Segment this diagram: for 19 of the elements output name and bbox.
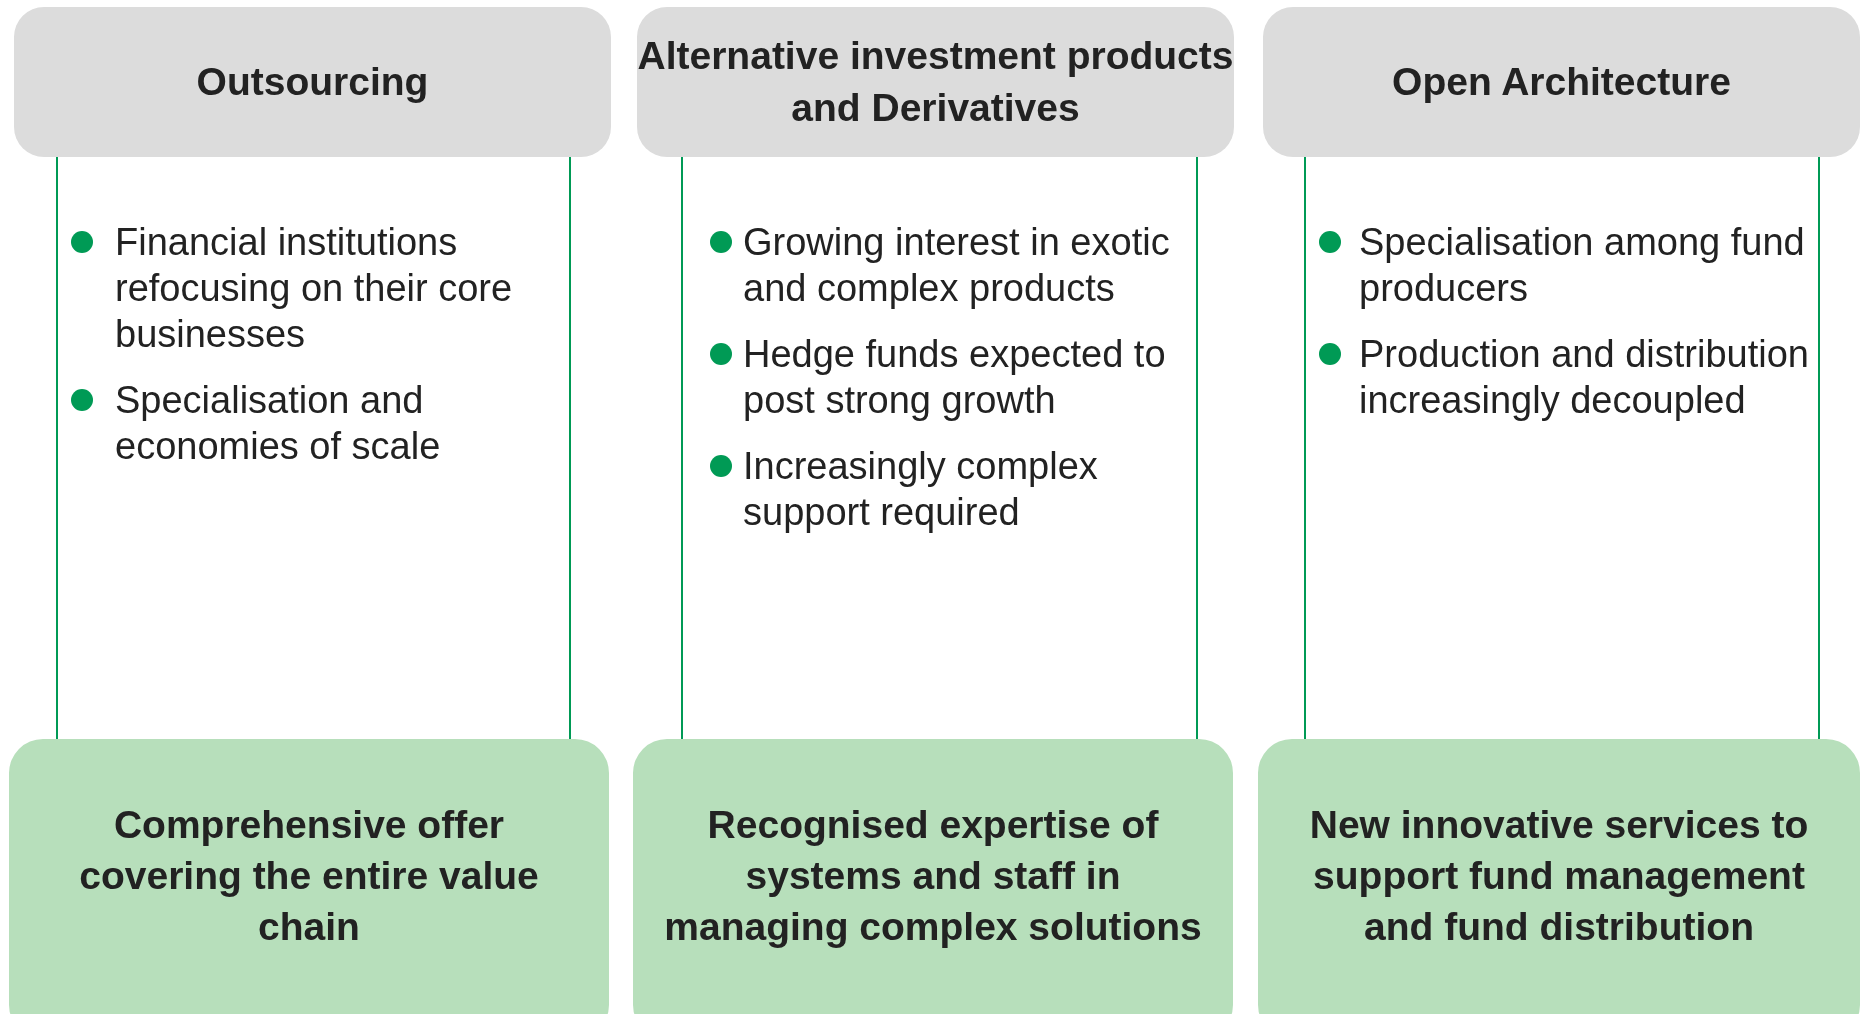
bullet-text: Increasingly complex support required bbox=[743, 444, 1099, 535]
bullet-text: Financial institutions refocusing on their core businesses bbox=[115, 220, 514, 357]
summary-text: Recognised expertise of systems and staff in managing complex solutions bbox=[663, 801, 1203, 950]
bullet-text: Production and distribution increasingly decoupled bbox=[1359, 332, 1810, 423]
header-box bbox=[14, 7, 611, 157]
bullet-text: Specialisation and economies of scale bbox=[115, 378, 442, 469]
header-title: Open Architecture bbox=[1392, 59, 1731, 105]
header-title: Alternative investment products and Derivatives bbox=[637, 33, 1234, 131]
bullet-text: Specialisation among fund producers bbox=[1359, 220, 1806, 311]
summary-box bbox=[9, 739, 609, 1014]
summary-text: New innovative services to support fund management and fund distribution bbox=[1308, 801, 1810, 950]
header-box bbox=[637, 7, 1234, 157]
summary-box bbox=[1258, 739, 1860, 1014]
bullet-text: Hedge funds expected to post strong growth bbox=[743, 332, 1167, 423]
summary-box bbox=[633, 739, 1233, 1014]
bullet-text: Growing interest in exotic and complex products bbox=[743, 220, 1171, 311]
header-box bbox=[1263, 7, 1860, 157]
summary-text: Comprehensive offer covering the entire value chain bbox=[78, 801, 540, 950]
header-title: Outsourcing bbox=[196, 59, 429, 105]
